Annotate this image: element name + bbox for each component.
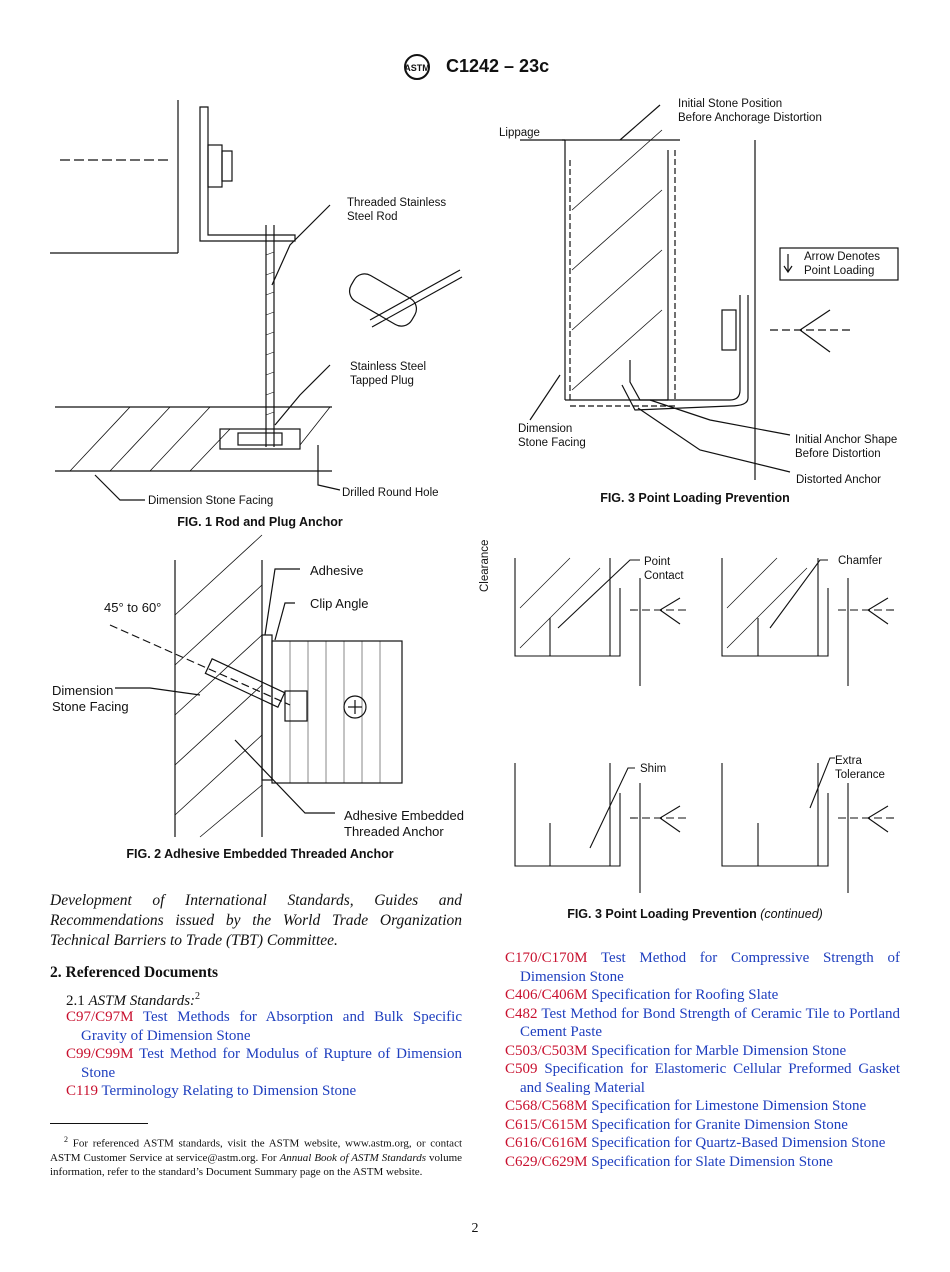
fig2-caption: FIG. 2 Adhesive Embedded Threaded Anchor [126,847,394,861]
fig1-label-rod: Threaded Stainless Steel Rod [347,197,447,223]
astm-logo: ASTM [404,54,430,80]
fig3a-label-shape: Initial Anchor Shape Before Distortion [795,434,898,460]
ref-title[interactable]: Specification for Marble Dimension Stone [591,1042,847,1059]
footnote-mark: 2 [64,1135,68,1144]
footnote-text-italic: Annual Book of ASTM Standards [279,1151,427,1164]
ref-title[interactable]: Specification for Slate Dimension Stone [591,1153,833,1170]
fig2-label-facing: Dimension Stone Facing [52,683,129,714]
ref-item[interactable]: C616/C616M Specification for Quartz-Base… [505,1134,900,1153]
ref-code[interactable]: C99/C99M [66,1046,134,1062]
fig3b-label-clearance: Clearance [479,539,491,592]
fig3a-label-arrow: Arrow Denotes Point Loading [804,251,881,277]
fig3b-drawing [514,557,898,893]
ref-title[interactable]: Test Methods for Absorption and Bulk Spe… [81,1009,463,1044]
logo-text: ASTM [404,63,430,73]
ref-item[interactable]: C615/C615M Specification for Granite Dim… [505,1116,900,1135]
subsection-sup: 2 [195,991,201,1002]
ref-item[interactable]: C629/C629M Specification for Slate Dimen… [505,1153,900,1172]
fig3b-label-point: Point Contact [644,556,684,582]
refs-left-list: C97/C97M Test Methods for Absorption and… [66,1008,462,1101]
footnote-text-a: For referenced ASTM standards, visit the… [50,1137,463,1164]
fig3b-caption-main: FIG. 3 Point Loading Prevention [567,907,757,921]
fig2-label-anchor: Adhesive Embedded Threaded Anchor [344,808,464,839]
ref-item[interactable]: C568/C568M Specification for Limestone D… [505,1097,900,1116]
fig2-label-adhesive: Adhesive [310,563,364,578]
ref-code[interactable]: C482 [505,1005,538,1022]
intro-paragraph: Development of International Standards, … [50,892,462,949]
fig3a-drawing [520,104,899,480]
fig1-drawing [50,100,463,501]
ref-item[interactable]: C503/C503M Specification for Marble Dime… [505,1042,900,1061]
ref-item[interactable]: C406/C406M Specification for Roofing Sla… [505,986,900,1005]
footnote: 2 For referenced ASTM standards, visit t… [50,1133,462,1179]
footnote-rule [50,1123,148,1124]
refs-right-list: C170/C170M Test Method for Compressive S… [505,949,900,1171]
fig2-label-clip: Clip Angle [310,596,369,611]
ref-title[interactable]: Test Method for Bond Strength of Ceramic… [520,1005,900,1041]
ref-code[interactable]: C97/C97M [66,1009,134,1025]
fig3a-label-lippage: Lippage [499,127,540,139]
ref-title[interactable]: Specification for Elastomeric Cellular P… [520,1061,900,1096]
fig3a-caption: FIG. 3 Point Loading Prevention [600,491,790,505]
ref-code[interactable]: C406/C406M [505,987,588,1003]
ref-code[interactable]: C503/C503M [505,1042,588,1059]
ref-code[interactable]: C568/C568M [505,1098,588,1114]
footnote-text-b: volume information, refer to the standar… [50,1151,463,1178]
fig3b-label-chamfer: Chamfer [838,555,883,567]
ref-item[interactable]: C99/C99M Test Method for Modulus of Rupt… [66,1045,462,1082]
ref-title[interactable]: Terminology Relating to Dimension Stone [101,1083,357,1099]
fig2-drawing [109,534,403,838]
ref-item[interactable]: C170/C170M Test Method for Compressive S… [505,949,900,986]
fig1-label-facing: Dimension Stone Facing [148,495,274,507]
ref-title[interactable]: Specification for Quartz-Based Dimension… [591,1135,886,1151]
ref-title[interactable]: Specification for Roofing Slate [591,987,779,1003]
fig3a-label-facing: Dimension Stone Facing [518,423,586,449]
fig1-label-hole: Drilled Round Hole [342,487,439,499]
subsection-title: ASTM Standards: [88,993,196,1009]
ref-code[interactable]: C170/C170M [505,950,588,966]
fig1-caption: FIG. 1 Rod and Plug Anchor [177,515,343,529]
ref-title[interactable]: Specification for Limestone Dimension St… [591,1098,867,1114]
ref-code[interactable]: C615/C615M [505,1116,588,1133]
fig3b-caption-cont: (continued) [760,907,823,921]
fig2-label-angle: 45° to 60° [104,600,162,615]
ref-item[interactable]: C97/C97M Test Methods for Absorption and… [66,1008,462,1045]
ref-code[interactable]: C509 [505,1061,538,1077]
section-heading: 2. Referenced Documents [50,964,219,981]
designation: C1242 – 23c [446,56,550,76]
subsection-number: 2.1 [66,993,85,1009]
ref-code[interactable]: C616/C616M [505,1135,588,1151]
ref-title[interactable]: Test Method for Compressive Strength of … [520,950,900,985]
ref-item[interactable]: C509 Specification for Elastomeric Cellu… [505,1060,900,1097]
fig3b-label-shim: Shim [640,763,667,775]
page-number: 2 [471,1221,479,1236]
fig3a-label-initial: Initial Stone Position Before Anchorage … [678,98,822,124]
ref-code[interactable]: C119 [66,1083,98,1099]
fig3a-label-distorted: Distorted Anchor [796,474,882,486]
ref-title[interactable]: Test Method for Modulus of Rupture of Di… [81,1046,463,1081]
fig1-label-plug: Stainless Steel Tapped Plug [350,361,427,387]
page-header: ASTM C1242 – 23c [400,52,570,82]
ref-item[interactable]: C482 Test Method for Bond Strength of Ce… [505,1005,900,1042]
ref-item[interactable]: C119 Terminology Relating to Dimension S… [66,1082,462,1101]
fig3b-label-extra: Extra Tolerance [835,755,885,781]
ref-title[interactable]: Specification for Granite Dimension Ston… [591,1116,848,1133]
fig3b-caption: FIG. 3 Point Loading Prevention (continu… [490,907,900,921]
ref-code[interactable]: C629/C629M [505,1153,588,1170]
subsection-heading: 2.1 ASTM Standards:2 [66,988,200,1011]
